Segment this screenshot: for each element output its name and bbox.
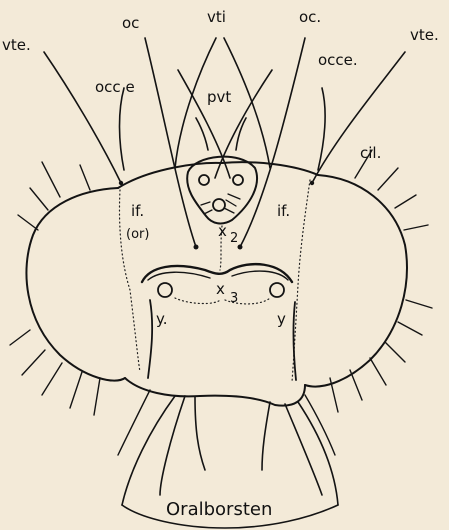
left-compound-eye bbox=[26, 188, 125, 381]
eye-cilia-right bbox=[330, 150, 432, 412]
label-if-right: if. bbox=[277, 202, 290, 220]
label-x2: x bbox=[218, 222, 227, 240]
label-vte-left: vte. bbox=[2, 36, 31, 54]
label-oralborsten: Oralborsten bbox=[166, 499, 272, 520]
lunula-inner bbox=[148, 271, 288, 280]
label-x3: x bbox=[216, 280, 225, 298]
ocellus-right bbox=[233, 175, 243, 185]
label-vte-right: vte. bbox=[410, 26, 439, 44]
label-x2-sub: 2 bbox=[230, 231, 238, 246]
label-if-left: if. bbox=[131, 202, 144, 220]
eye-cilia-left bbox=[10, 162, 100, 415]
label-occe-left: occ e bbox=[95, 78, 135, 96]
label-y-left: y. bbox=[156, 310, 168, 328]
label-occe-right: occe. bbox=[318, 51, 358, 69]
face-plate bbox=[148, 300, 296, 380]
label-cil: cil. bbox=[360, 144, 381, 162]
label-or: (or) bbox=[126, 227, 149, 242]
seta-pvt-right bbox=[236, 118, 246, 150]
seta-oc-right bbox=[240, 38, 305, 247]
seta-occe-right bbox=[318, 88, 325, 170]
label-vti: vti bbox=[207, 8, 226, 26]
ocellus-median bbox=[213, 199, 225, 211]
seta-occe-left bbox=[120, 88, 125, 170]
seta-oc-left bbox=[145, 38, 196, 247]
seta-ocellar-left-cross bbox=[178, 70, 230, 178]
seta-vte-right bbox=[312, 52, 405, 183]
antennal-socket-right bbox=[270, 283, 284, 297]
label-oc-left: oc bbox=[122, 14, 139, 32]
label-pvt: pvt bbox=[207, 88, 231, 106]
seta-vte-left bbox=[44, 52, 121, 183]
label-x3-sub: 3 bbox=[230, 291, 238, 306]
right-compound-eye bbox=[305, 175, 407, 387]
ocellus-left bbox=[199, 175, 209, 185]
label-oc-right: oc. bbox=[299, 8, 321, 26]
label-y-right: y bbox=[277, 310, 286, 328]
ocellar-triangle bbox=[187, 157, 257, 224]
antennal-socket-left bbox=[158, 283, 172, 297]
